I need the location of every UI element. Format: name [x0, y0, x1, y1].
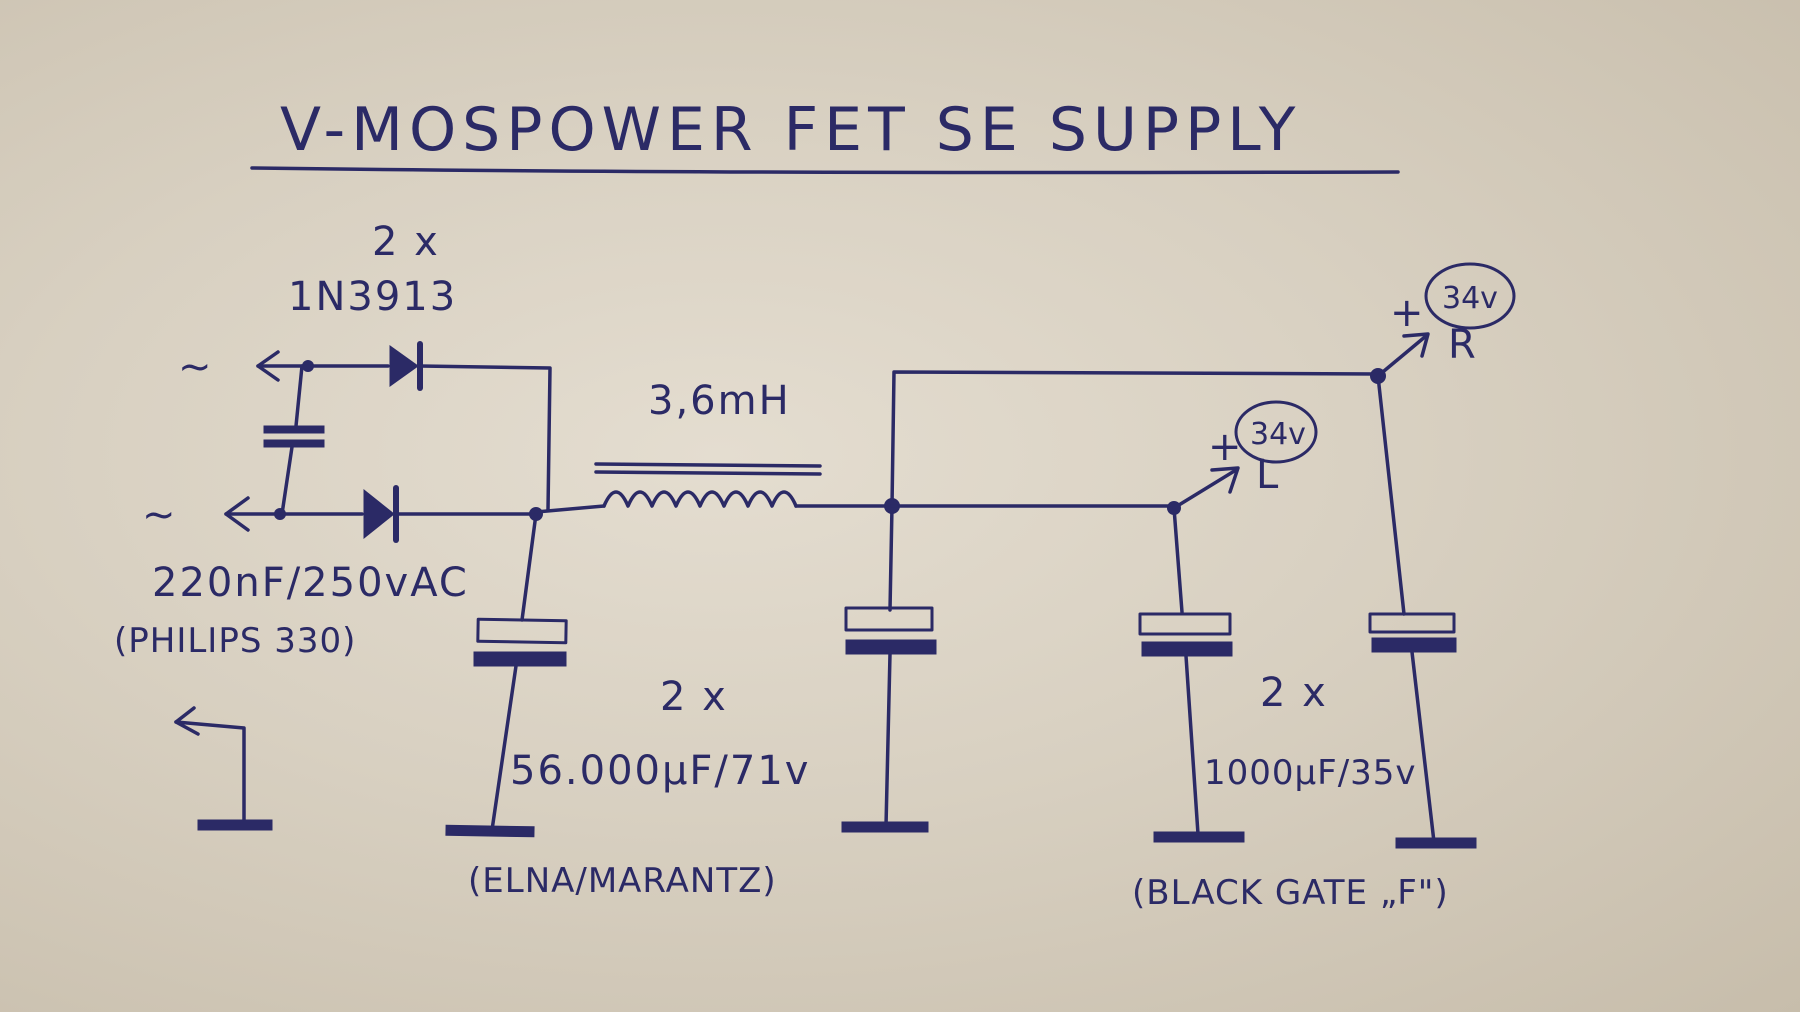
cap1-ground-plate: [445, 824, 535, 838]
film-cap-plate-top: [263, 425, 325, 434]
out-cap-brand-label: (BLACK GATE „F"): [1132, 873, 1449, 913]
cap1-plate-positive: [476, 617, 568, 645]
cap4-lead-top: [1376, 374, 1406, 616]
left-voltage-circle: [1234, 400, 1318, 464]
schematic-title: V-MOSPOWER FET SE SUPPLY: [280, 95, 1301, 165]
cap1-lead-bottom: [490, 664, 518, 832]
right-voltage-circle: [1424, 262, 1516, 330]
cap4-lead-bottom: [1410, 650, 1436, 844]
cap4-plate-positive: [1368, 612, 1456, 634]
left-channel-label: L: [1256, 452, 1280, 498]
main-cap-value-label: 56.000µF/71v: [510, 748, 810, 794]
cap3-lead-bottom: [1184, 654, 1200, 836]
ground-symbol-plate: [197, 819, 273, 831]
ac-input-bottom-symbol: ~: [142, 492, 178, 538]
inductor-value-label: 3,6mH: [648, 378, 791, 424]
inductor-coil: [602, 490, 798, 508]
left-output-arrow-head: [1210, 466, 1240, 494]
right-channel-label: R: [1448, 322, 1478, 368]
diode-count-label: 2 x: [372, 219, 440, 265]
diode-top-lead-out: [418, 364, 552, 512]
film-cap-brand-label: (PHILIPS 330): [114, 621, 356, 661]
cap1-lead-top: [520, 512, 538, 622]
right-output-arrow-line: [1376, 334, 1428, 378]
cap3-ground-plate: [1153, 831, 1245, 843]
film-cap-plate-bottom: [263, 439, 325, 448]
right-voltage-label: 34v: [1442, 281, 1498, 316]
diode-part-label: 1N3913: [288, 274, 457, 320]
diode-bottom-triangle: [363, 488, 395, 540]
main-cap-count-label: 2 x: [660, 674, 728, 720]
cap3-plate-negative: [1141, 641, 1233, 657]
cap2-ground-plate: [841, 821, 929, 833]
ac-input-top-symbol: ~: [178, 344, 214, 390]
cap4-ground-plate: [1395, 837, 1477, 849]
left-output-plus: +: [1208, 424, 1244, 470]
cap4-plate-negative: [1371, 637, 1457, 653]
main-cap-brand-label: (ELNA/MARANTZ): [468, 861, 777, 901]
out-cap-value-label: 1000µF/35v: [1204, 753, 1417, 793]
diode-top-triangle: [389, 345, 419, 387]
cap3-lead-top: [1172, 506, 1184, 614]
inductor-core-line-top: [594, 462, 822, 468]
title-underline: [250, 166, 1400, 175]
left-voltage-label: 34v: [1250, 417, 1306, 452]
right-rail-wire: [890, 370, 1380, 508]
cap2-lead-top: [888, 504, 894, 612]
cap1-plate-negative: [473, 651, 567, 667]
right-output-plus: +: [1390, 290, 1426, 336]
inductor-core-line-bottom: [594, 470, 822, 476]
film-cap-lead-top: [294, 364, 304, 428]
inductor-lead-in: [534, 504, 606, 514]
film-cap-lead-bottom: [280, 445, 294, 516]
ground-symbol-wire: [174, 720, 246, 824]
right-output-arrow-head: [1402, 332, 1430, 358]
out-cap-count-label: 2 x: [1260, 670, 1328, 716]
cap3-plate-positive: [1138, 612, 1232, 636]
cap2-plate-negative: [845, 639, 937, 655]
left-output-arrow-line: [1172, 468, 1238, 510]
film-cap-value-label: 220nF/250vAC: [152, 560, 469, 606]
cap2-lead-bottom: [884, 652, 892, 828]
cap2-plate-positive: [844, 606, 934, 632]
